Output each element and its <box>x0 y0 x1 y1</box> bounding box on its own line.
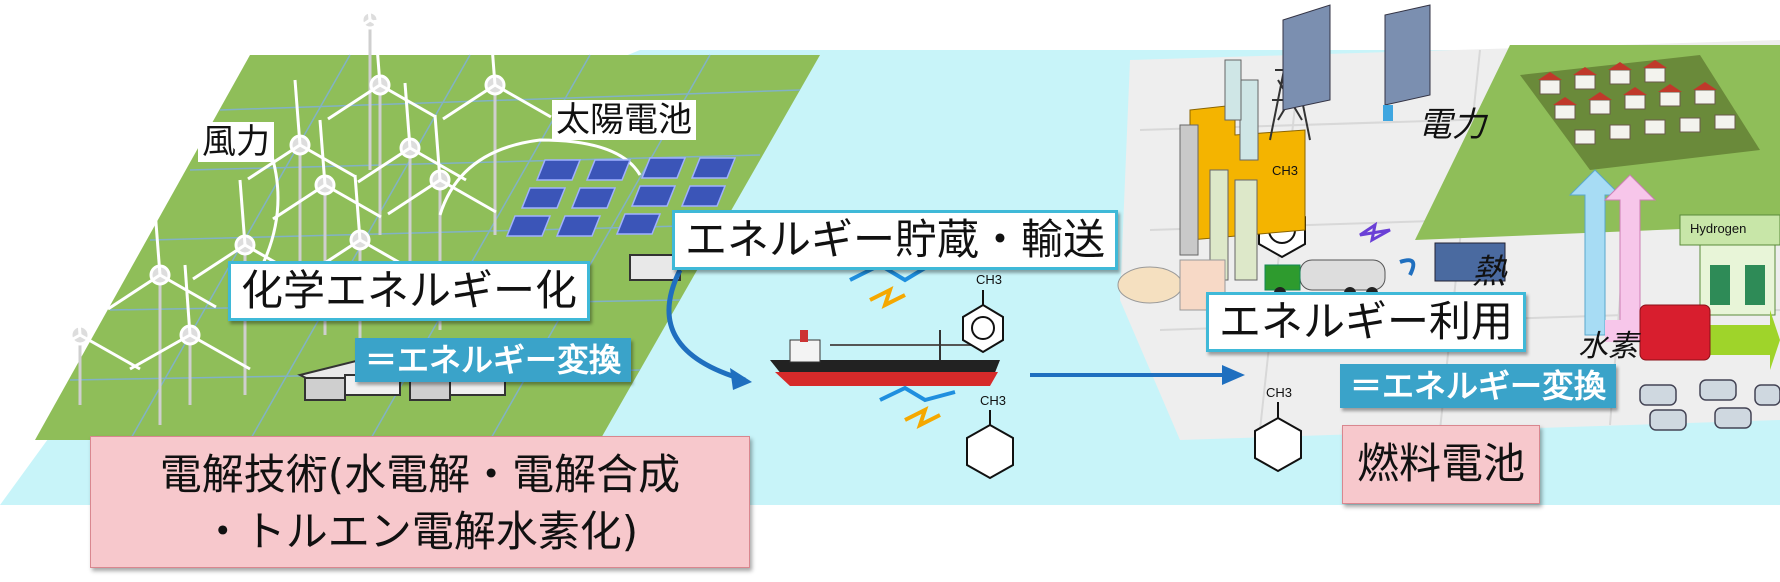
wave-marks <box>849 260 956 403</box>
molecule-toluene <box>962 290 1004 354</box>
hydrogen-station-sign: Hydrogen <box>1690 221 1747 236</box>
electrolysis-line-1: 電解技術(水電解・電解合成 <box>159 450 681 499</box>
wind-arc <box>258 149 280 271</box>
solar-panels <box>505 157 737 237</box>
flow-arrow-to-utilization-head <box>1222 365 1245 385</box>
office-buildings-icon <box>1282 4 1431 121</box>
wind-turbine <box>19 264 141 405</box>
molecule-methylcyclohexane <box>966 410 1014 480</box>
ch3-label-toluene: CH3 <box>976 272 1003 287</box>
tanker-ship-icon <box>770 330 1000 386</box>
battery-pack-icon <box>1434 242 1506 282</box>
wind-solar-arc <box>438 138 642 216</box>
cars-icon <box>1639 379 1780 431</box>
energy-conversion-label-right: ＝エネルギー変換 <box>1340 364 1617 408</box>
chemical-energy-label: 化学エネルギー化 <box>228 261 591 321</box>
heat-label: 熱 <box>1472 252 1506 292</box>
electricity-label: 電力 <box>1418 105 1486 145</box>
wind-power-label: 風力 <box>198 122 274 162</box>
wind-turbine <box>107 209 217 425</box>
electrolysis-line-2: ・トルエン電解水素化) <box>201 506 639 556</box>
hydrogen-label: 水素 <box>1578 329 1638 364</box>
flow-arrow-to-ship-head <box>730 368 752 390</box>
flow-arrow-truck <box>1399 258 1416 276</box>
electrolysis-technology-box: 電解技術(水電解・電解合成 ・トルエン電解水素化) <box>90 436 750 568</box>
wind-turbine <box>327 19 437 235</box>
power-plant-icon <box>1117 59 1306 311</box>
energy-utilization-label: エネルギー利用 <box>1206 292 1527 352</box>
ch3-label-plant: CH3 <box>1272 163 1299 178</box>
fuel-cell-label: 燃料電池 <box>1342 425 1541 504</box>
tank-truck-icon <box>1264 259 1386 299</box>
houses-icon <box>1520 55 1760 170</box>
spark-icon <box>1359 221 1391 243</box>
energy-lightning <box>869 286 941 429</box>
hydrogen-station-icon <box>1679 214 1780 316</box>
wind-turbine <box>129 264 251 405</box>
ch3-label-right: CH3 <box>1266 385 1293 400</box>
fuel-cell-unit-icon <box>1639 304 1711 361</box>
flow-arrow-to-ship <box>666 268 746 383</box>
solar-cell-label: 太陽電池 <box>552 100 696 140</box>
energy-storage-transport-label: エネルギー貯蔵・輸送 <box>672 210 1119 270</box>
molecule-methylcyclohexane-right <box>1254 402 1302 473</box>
ch3-label-mch: CH3 <box>980 393 1007 408</box>
energy-conversion-label-left: ＝エネルギー変換 <box>355 338 632 382</box>
